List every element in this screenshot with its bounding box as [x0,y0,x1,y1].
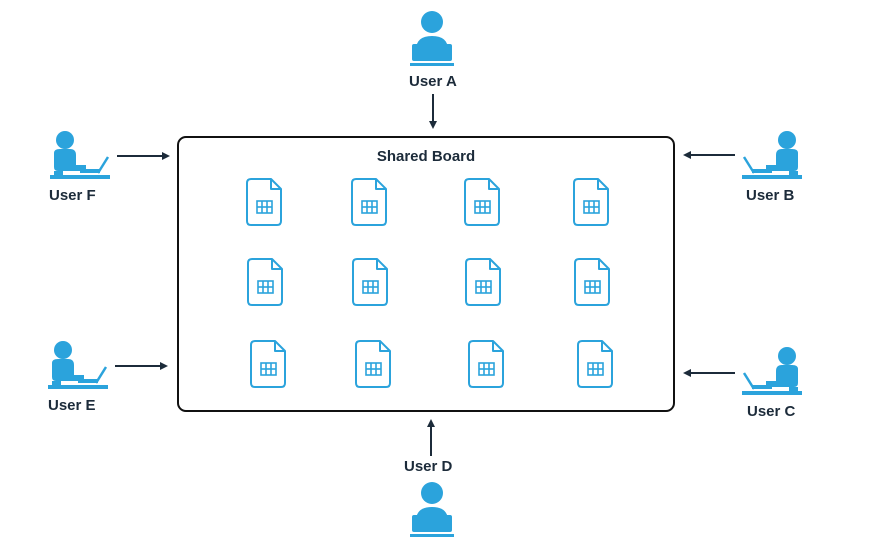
user-e-label: User E [48,397,96,414]
user-b-label: User B [746,187,795,204]
user-e-icon [46,339,110,391]
user-d-icon [410,482,454,537]
user-f-label: User F [49,187,96,204]
user-f-icon [48,129,112,181]
user-b-icon [740,129,804,181]
board-title: Shared Board [376,148,476,165]
user-a-icon [410,11,454,66]
user-d-label: User D [404,458,453,475]
user-c-label: User C [747,403,796,420]
shared-board: Shared Board [177,136,675,412]
user-a-label: User A [409,73,457,90]
user-c-icon [740,345,804,397]
